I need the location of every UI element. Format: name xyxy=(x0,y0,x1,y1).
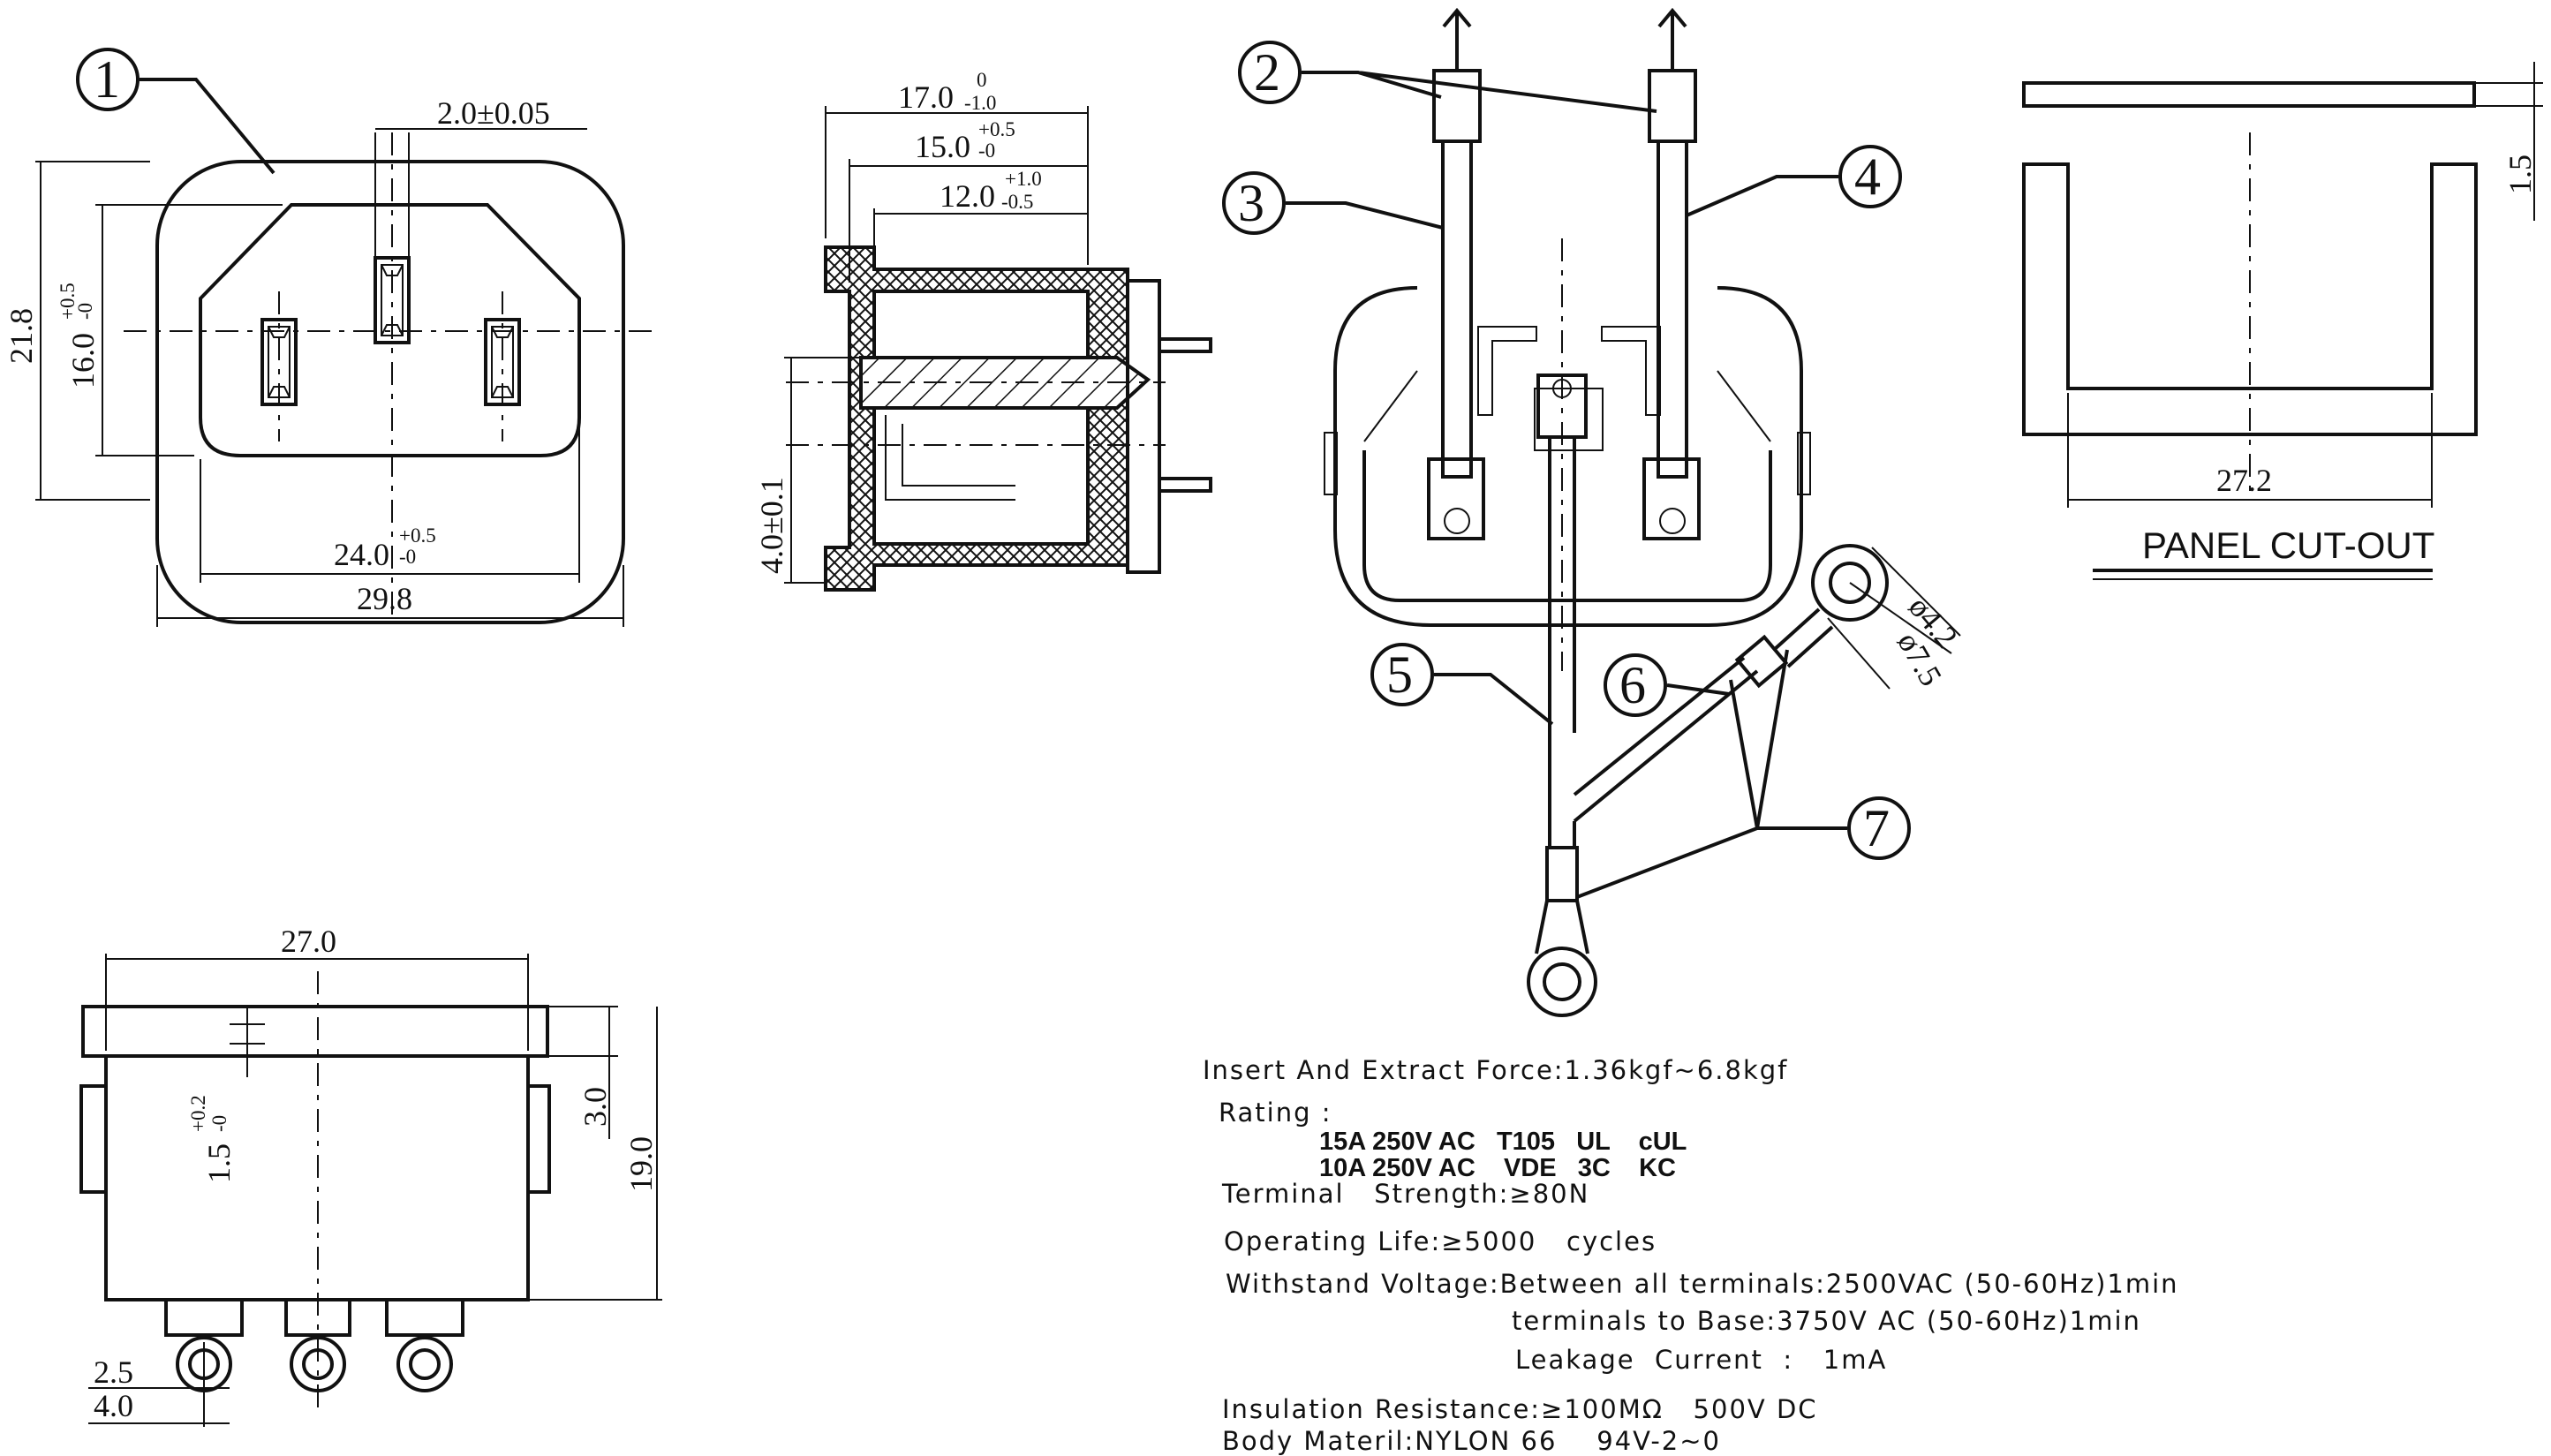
bottom-view: 27.0 1.5 +0.2 -0 3.0 19.0 2.5 4.0 xyxy=(79,924,662,1427)
side-section-view: 17.0 0 -1.0 15.0 +0.5 -0 12.0 +1.0 -0.5 … xyxy=(754,69,1212,592)
dim-pin-offset: 4.0±0.1 xyxy=(754,477,789,574)
dim-inner-height: 16.0 xyxy=(65,333,101,389)
spec-material: Body Materil:NYLON 66 94V-2~0 xyxy=(1222,1426,1721,1456)
spec-leakage: Leakage Current : 1mA xyxy=(1515,1345,1887,1375)
svg-text:-0: -0 xyxy=(399,546,416,568)
svg-text:-0: -0 xyxy=(978,140,995,162)
dim-bottom-width: 27.0 xyxy=(281,924,336,959)
callout-7: 7 xyxy=(1863,799,1890,857)
dim-inner-width: 24.0 xyxy=(334,537,389,572)
spec-life: Operating Life:≥5000 cycles xyxy=(1224,1226,1657,1256)
svg-text:-0: -0 xyxy=(74,303,96,320)
spec-rating-label: Rating : xyxy=(1219,1098,1332,1128)
spec-rating-line2: 10A 250V AC VDE 3C KC xyxy=(1319,1154,1676,1182)
dim-pin-width: 2.0±0.05 xyxy=(437,95,550,131)
dim-flange-total: 3.0 xyxy=(577,1087,613,1127)
svg-text:-0.5: -0.5 xyxy=(1001,191,1033,213)
svg-text:+0.5: +0.5 xyxy=(978,118,1015,140)
callout-2: 2 xyxy=(1254,43,1280,102)
svg-text:0: 0 xyxy=(977,69,987,91)
svg-text:+0.5: +0.5 xyxy=(57,283,79,320)
spec-withstand2: terminals to Base:3750V AC (50-60Hz)1min xyxy=(1512,1306,2141,1336)
dim-bottom-pin-offset: 4.0 xyxy=(94,1388,133,1423)
spec-terminal: Terminal Strength:≥80N xyxy=(1221,1179,1589,1209)
spec-force: Insert And Extract Force:1.36kgf~6.8kgf xyxy=(1203,1055,1788,1085)
dim-panel-thickness: 1.5 xyxy=(2502,155,2538,194)
svg-text:-1.0: -1.0 xyxy=(964,92,996,114)
dim-side-b: 15.0 xyxy=(915,129,970,164)
dim-bottom-height: 19.0 xyxy=(623,1136,659,1192)
spec-notes: Insert And Extract Force:1.36kgf~6.8kgf … xyxy=(1203,1055,2179,1456)
dim-side-a: 17.0 xyxy=(898,79,954,115)
panel-cut-out-title: PANEL CUT-OUT xyxy=(2142,524,2434,566)
spec-rating-line1: 15A 250V AC T105 UL cUL xyxy=(1319,1128,1687,1156)
dim-panel-width: 27.2 xyxy=(2216,463,2272,498)
callout-4: 4 xyxy=(1854,147,1881,206)
callout-5: 5 xyxy=(1386,645,1413,704)
front-view: 2.0±0.05 21.8 16.0 +0.5 -0 24.0 +0.5 -0 … xyxy=(4,48,658,627)
dim-height: 21.8 xyxy=(4,308,39,364)
dim-side-c: 12.0 xyxy=(940,178,995,214)
callout-3: 3 xyxy=(1238,174,1264,232)
wiring-view: ø4.2 ø7.5 2 3 4 5 6 7 xyxy=(1222,7,1965,1017)
svg-text:+1.0: +1.0 xyxy=(1005,168,1042,190)
svg-text:-0: -0 xyxy=(208,1115,230,1132)
spec-insulation: Insulation Resistance:≥100MΩ 500V DC xyxy=(1222,1394,1818,1424)
dim-flange: 1.5 xyxy=(201,1143,237,1183)
panel-cut-out: 1.5 27.2 PANEL CUT-OUT xyxy=(2022,62,2543,580)
svg-text:+0.2: +0.2 xyxy=(187,1095,209,1132)
dim-pin-pitch: 2.5 xyxy=(94,1354,133,1390)
callout-1: 1 xyxy=(94,50,120,109)
svg-text:+0.5: +0.5 xyxy=(399,524,436,547)
callout-6: 6 xyxy=(1619,656,1646,714)
spec-withstand: Withstand Voltage:Between all terminals:… xyxy=(1226,1269,2179,1299)
dim-width: 29.8 xyxy=(357,581,412,616)
